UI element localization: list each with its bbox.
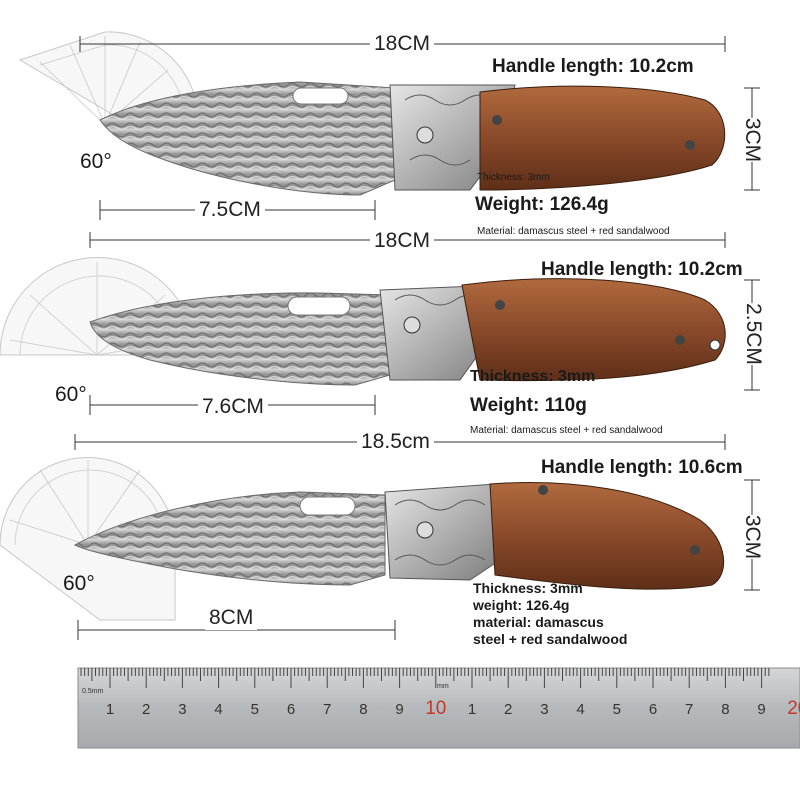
- ruler-number: 3: [178, 701, 186, 718]
- ruler-number: 2: [504, 701, 512, 718]
- knife-3: [0, 457, 760, 640]
- overall-length-3: 18.5cm: [357, 430, 434, 454]
- thickness-2: Thickness: 3mm: [470, 368, 596, 385]
- ruler-number: 8: [359, 701, 367, 718]
- ruler-number: 10: [425, 698, 446, 719]
- weight-3: weight: 126.4g: [473, 597, 570, 613]
- material-1: Material: damascus steel + red sandalwoo…: [477, 226, 670, 237]
- handle-length-1: Handle length: 10.2cm: [492, 56, 694, 77]
- ruler-number: 7: [323, 701, 331, 718]
- weight-1: Weight: 126.4g: [475, 194, 609, 215]
- thickness-1: Thickness: 3mm: [477, 172, 550, 183]
- blade-length-1: 7.5CM: [195, 198, 265, 222]
- ruler-number: 5: [251, 701, 259, 718]
- thickness-3: Thickness: 3mm: [473, 580, 583, 596]
- ruler-number: 1: [468, 701, 476, 718]
- ruler-number: 2: [142, 701, 150, 718]
- ruler-number: 9: [757, 701, 765, 718]
- height-1: 3CM: [740, 117, 765, 163]
- material-2: Material: damascus steel + red sandalwoo…: [470, 425, 663, 436]
- knife-1: [18, 31, 760, 248]
- material-3-line1: material: damascus: [473, 614, 604, 630]
- ruler-unit-label-2: mm: [437, 683, 449, 690]
- handle-length-3: Handle length: 10.6cm: [541, 457, 743, 478]
- weight-2: Weight: 110g: [470, 395, 587, 416]
- ruler-number: 5: [613, 701, 621, 718]
- material-3-line2: steel + red sandalwood: [473, 631, 628, 647]
- ruler-number: 4: [576, 701, 584, 718]
- overall-length-1: 18CM: [370, 32, 435, 56]
- handle-length-2: Handle length: 10.2cm: [541, 259, 743, 280]
- angle-1: 60°: [80, 150, 112, 173]
- ruler-number: 3: [540, 701, 548, 718]
- blade-length-2: 7.6CM: [198, 395, 268, 419]
- ruler-number: 4: [214, 701, 222, 718]
- blade-length-3: 8CM: [205, 606, 258, 630]
- ruler-number: 20: [787, 698, 800, 719]
- ruler-unit-label: 0.5mm: [82, 688, 104, 695]
- height-3: 3CM: [740, 514, 765, 560]
- height-2: 2.5CM: [740, 303, 765, 365]
- ruler-number: 6: [287, 701, 295, 718]
- angle-3: 60°: [63, 572, 95, 595]
- ruler-number: 9: [395, 701, 403, 718]
- ruler-number: 1: [106, 701, 114, 718]
- ruler-number: 8: [721, 701, 729, 718]
- ruler-number: 7: [685, 701, 693, 718]
- overall-length-2: 18CM: [370, 229, 435, 253]
- angle-2: 60°: [55, 383, 87, 406]
- ruler: 1 2 3 4 5 6 7 8 9 10 1 2 3 4 5 6 7 8 9 20: [77, 667, 800, 749]
- knife-2: [0, 257, 760, 450]
- ruler-number: 6: [649, 701, 657, 718]
